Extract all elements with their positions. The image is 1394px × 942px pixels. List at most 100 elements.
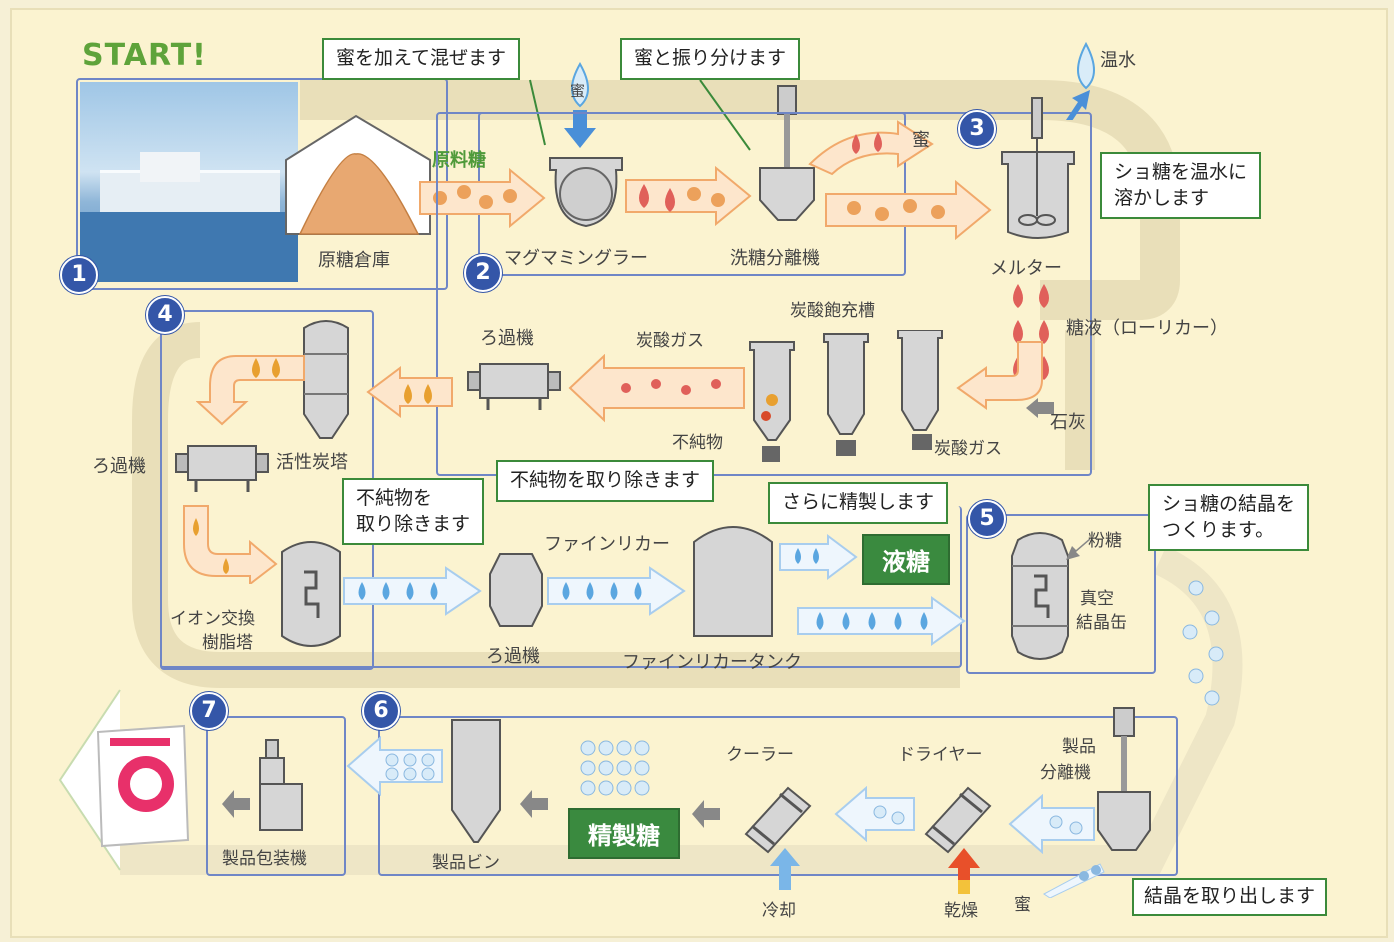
label-lime: 石灰 — [1050, 412, 1086, 433]
label-impurities: 不純物 — [672, 433, 723, 453]
ion-exchange-tower-icon — [281, 541, 341, 647]
label-melter: メルター — [990, 258, 1062, 279]
label-carbonation-tank: 炭酸飽充槽 — [790, 301, 875, 321]
to-packaging-arrow — [346, 736, 443, 796]
label-filter-1: ろ過機 — [480, 328, 534, 349]
to-refined-arrow — [692, 800, 720, 828]
stage-3-box — [436, 112, 1092, 476]
lime-arrow — [1026, 398, 1054, 418]
callout-separate-molasses: 蜜と振り分けます — [620, 38, 801, 80]
stage-number-5: 5 — [968, 500, 1006, 538]
label-co2-2: 炭酸ガス — [934, 439, 1002, 459]
dryer-icon — [924, 786, 992, 854]
to-vacuum-pan-arrow — [797, 596, 966, 646]
packaging-out-arrow — [222, 790, 250, 818]
stage-number-1: 1 — [60, 256, 98, 294]
packaging-machine-icon — [259, 739, 303, 831]
filter-down-arrow — [183, 505, 278, 584]
magma-flow-arrow — [625, 166, 752, 226]
vacuum-pan-icon — [1011, 532, 1069, 660]
product-bin-icon — [451, 719, 501, 843]
callout-crystal: ショ糖の結晶を つくります。 — [1148, 484, 1310, 552]
sugar-factory-photo — [80, 82, 298, 282]
to-bin-arrow — [520, 790, 548, 818]
label-fine-liquor: ファインリカー — [544, 534, 670, 555]
cooler-icon — [744, 786, 812, 854]
callout-remove-impurities-1: 不純物を取り除きます — [496, 460, 715, 502]
carbon-out-arrow — [196, 355, 305, 426]
callout-remove-impurities-2-line2: 取り除きます — [356, 512, 471, 535]
label-ion-exchange-line1: イオン交換 — [170, 609, 255, 629]
label-drying: 乾燥 — [944, 901, 978, 921]
crystal-flow-curve — [1182, 580, 1224, 706]
crystal-flow-arrow-1 — [1008, 794, 1095, 854]
badge-refined-sugar: 精製糖 — [568, 808, 680, 859]
callout-further-refine: さらに精製します — [768, 482, 949, 524]
label-washing-centrifuge: 洗糖分離機 — [730, 248, 820, 269]
filter-1-icon — [467, 363, 561, 410]
melter-icon — [1001, 97, 1075, 239]
label-product-centrifuge-line2: 分離機 — [1040, 763, 1091, 783]
label-packaging-machine: 製品包装機 — [222, 849, 307, 869]
stage-6-box — [378, 716, 1178, 876]
label-molasses-drop: 蜜 — [570, 82, 586, 100]
label-magma-mingler: マグマミングラー — [504, 248, 648, 269]
liquid-sugar-arrow — [779, 534, 858, 580]
magma-mingler-icon — [549, 157, 623, 228]
label-cooler: クーラー — [726, 745, 794, 765]
refined-crystals-icon — [580, 740, 650, 796]
washed-sugar-flow-arrow — [825, 180, 992, 240]
callout-take-out-crystals: 結晶を取り出します — [1132, 878, 1328, 916]
label-activated-carbon: 活性炭塔 — [276, 452, 348, 473]
raw-sugar-flow-arrow — [419, 168, 546, 228]
stage-number-7: 7 — [190, 692, 228, 730]
filtered-flow-arrow — [366, 366, 453, 418]
label-filter-2: ろ過機 — [92, 456, 146, 477]
label-dryer: ドライヤー — [898, 745, 983, 765]
stage-number-6: 6 — [362, 692, 400, 730]
molasses-out-arrow — [808, 120, 934, 176]
label-cooling: 冷却 — [762, 901, 796, 921]
label-vacuum-pan-line1: 真空 — [1080, 589, 1114, 609]
filter-2-icon — [175, 445, 269, 492]
ion-flow-arrow — [343, 566, 482, 616]
label-molasses-out: 蜜 — [1014, 895, 1031, 915]
label-vacuum-pan-line2: 結晶缶 — [1076, 613, 1127, 633]
fine-liquor-box — [160, 506, 962, 668]
stage-number-4: 4 — [146, 296, 184, 334]
product-centrifuge-icon — [1097, 707, 1151, 851]
label-product-centrifuge-line1: 製品 — [1062, 737, 1096, 757]
filter-3-icon — [489, 553, 543, 627]
label-fine-liquor-tank: ファインリカータンク — [622, 652, 802, 673]
washing-centrifuge-icon — [759, 85, 815, 221]
label-co2-1: 炭酸ガス — [636, 331, 704, 351]
callout-dissolve-line2: 溶かします — [1114, 186, 1210, 209]
label-liquor: 糖液（ローリカー） — [1066, 318, 1228, 339]
start-label: START! — [82, 38, 207, 73]
molasses-out-drops — [1043, 863, 1105, 898]
label-raw-sugar: 原料糖 — [432, 150, 486, 171]
liquor-turn-arrow — [956, 341, 1043, 410]
label-powdered-sugar: 粉糖 — [1088, 531, 1122, 551]
drying-heat-arrow — [948, 848, 980, 894]
raw-sugar-warehouse-icon — [285, 114, 431, 235]
label-molasses: 蜜 — [912, 130, 930, 151]
carbonation-flow-arrow — [568, 354, 745, 423]
label-filter-3: ろ過機 — [486, 646, 540, 667]
stage-number-3: 3 — [958, 110, 996, 148]
callout-add-molasses: 蜜を加えて混ぜます — [322, 38, 521, 80]
stage-5-box — [966, 514, 1156, 674]
activated-carbon-tower-icon — [303, 320, 349, 439]
powdered-sugar-arrow — [1066, 538, 1090, 560]
callout-dissolve: ショ糖を温水に 溶かします — [1100, 152, 1262, 220]
label-ion-exchange-line2: 樹脂塔 — [202, 633, 253, 653]
sugar-bag-icon — [96, 724, 190, 848]
badge-liquid-sugar: 液糖 — [862, 534, 950, 585]
warm-water-icon — [1066, 41, 1095, 120]
molasses-drop-icon — [564, 62, 596, 148]
crystal-flow-arrow-2 — [834, 786, 915, 842]
label-raw-sugar-warehouse: 原糖倉庫 — [318, 250, 390, 271]
fine-liquor-tank-icon — [693, 526, 773, 637]
carbonation-tanks-icon — [749, 330, 943, 462]
callout-crystal-line2: つくります。 — [1162, 518, 1275, 541]
